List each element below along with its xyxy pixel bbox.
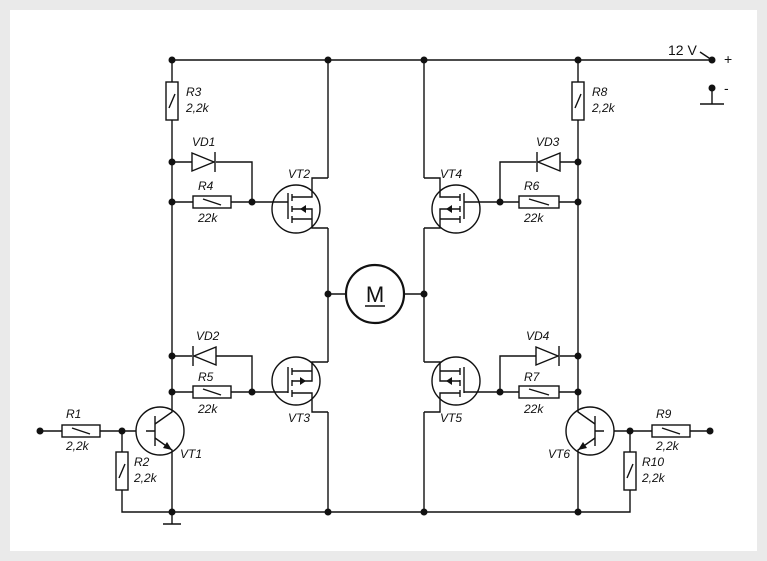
diode-vd1 <box>191 151 216 173</box>
resistor-r7-mark <box>528 388 550 396</box>
r9-value: 2,2k <box>655 439 680 453</box>
mosfets <box>271 177 481 413</box>
r5-name: R5 <box>198 370 214 384</box>
resistor-r4-mark <box>202 198 222 206</box>
vd2-label: VD2 <box>196 329 220 343</box>
r7-name: R7 <box>524 370 541 384</box>
transistor-vt1 <box>135 406 185 456</box>
resistor-r6-mark <box>528 198 550 206</box>
r4-name: R4 <box>198 179 214 193</box>
resistor-r9-mark <box>661 427 681 435</box>
r1-name: R1 <box>66 407 81 421</box>
resistor-r3-mark <box>168 93 176 109</box>
resistors <box>61 81 691 491</box>
r10-name: R10 <box>642 455 664 469</box>
diodes <box>191 151 561 367</box>
vd4-label: VD4 <box>526 329 550 343</box>
resistor-r10-mark <box>626 463 634 479</box>
bjts <box>135 406 615 456</box>
r3-value: 2,2k <box>185 101 210 115</box>
r5-value: 22k <box>197 402 218 416</box>
resistor-r1-mark <box>71 427 91 435</box>
transistor-vt6 <box>565 406 615 456</box>
diode-vd2 <box>192 345 217 367</box>
labels: 12 V + - R3 2,2k R8 2,2k VD1 VD3 VD2 VD4… <box>65 42 732 485</box>
mosfet-vt5 <box>424 356 481 413</box>
mosfet-vt3 <box>271 356 328 413</box>
r7-value: 22k <box>523 402 544 416</box>
supply-plus-label: + <box>724 51 732 67</box>
motor-circle <box>344 263 406 325</box>
r9-name: R9 <box>656 407 672 421</box>
r3-name: R3 <box>186 85 202 99</box>
r8-value: 2,2k <box>591 101 616 115</box>
motor-label: M <box>366 282 384 307</box>
motor: M <box>344 263 406 325</box>
supply-minus-label: - <box>724 80 729 96</box>
mosfet-vt4 <box>424 177 481 234</box>
vt1-label: VT1 <box>180 447 202 461</box>
vt3-label: VT3 <box>288 411 310 425</box>
r8-name: R8 <box>592 85 608 99</box>
r6-value: 22k <box>523 211 544 225</box>
mosfet-vt2 <box>271 177 328 234</box>
resistor-r8-mark <box>574 93 582 109</box>
r2-value: 2,2k <box>133 471 158 485</box>
r10-value: 2,2k <box>641 471 666 485</box>
junction-dots <box>36 56 716 516</box>
supply-voltage-label: 12 V <box>668 42 697 58</box>
diode-vd3 <box>536 151 561 173</box>
vt4-label: VT4 <box>440 167 462 181</box>
resistor-r2-mark <box>118 463 126 479</box>
r6-name: R6 <box>524 179 540 193</box>
r1-value: 2,2k <box>65 439 90 453</box>
vd3-label: VD3 <box>536 135 560 149</box>
vd1-label: VD1 <box>192 135 215 149</box>
diode-vd4 <box>535 345 560 367</box>
resistor-r5-mark <box>202 388 222 396</box>
vt5-label: VT5 <box>440 411 462 425</box>
vt6-label: VT6 <box>548 447 570 461</box>
r2-name: R2 <box>134 455 150 469</box>
vt2-label: VT2 <box>288 167 310 181</box>
r4-value: 22k <box>197 211 218 225</box>
